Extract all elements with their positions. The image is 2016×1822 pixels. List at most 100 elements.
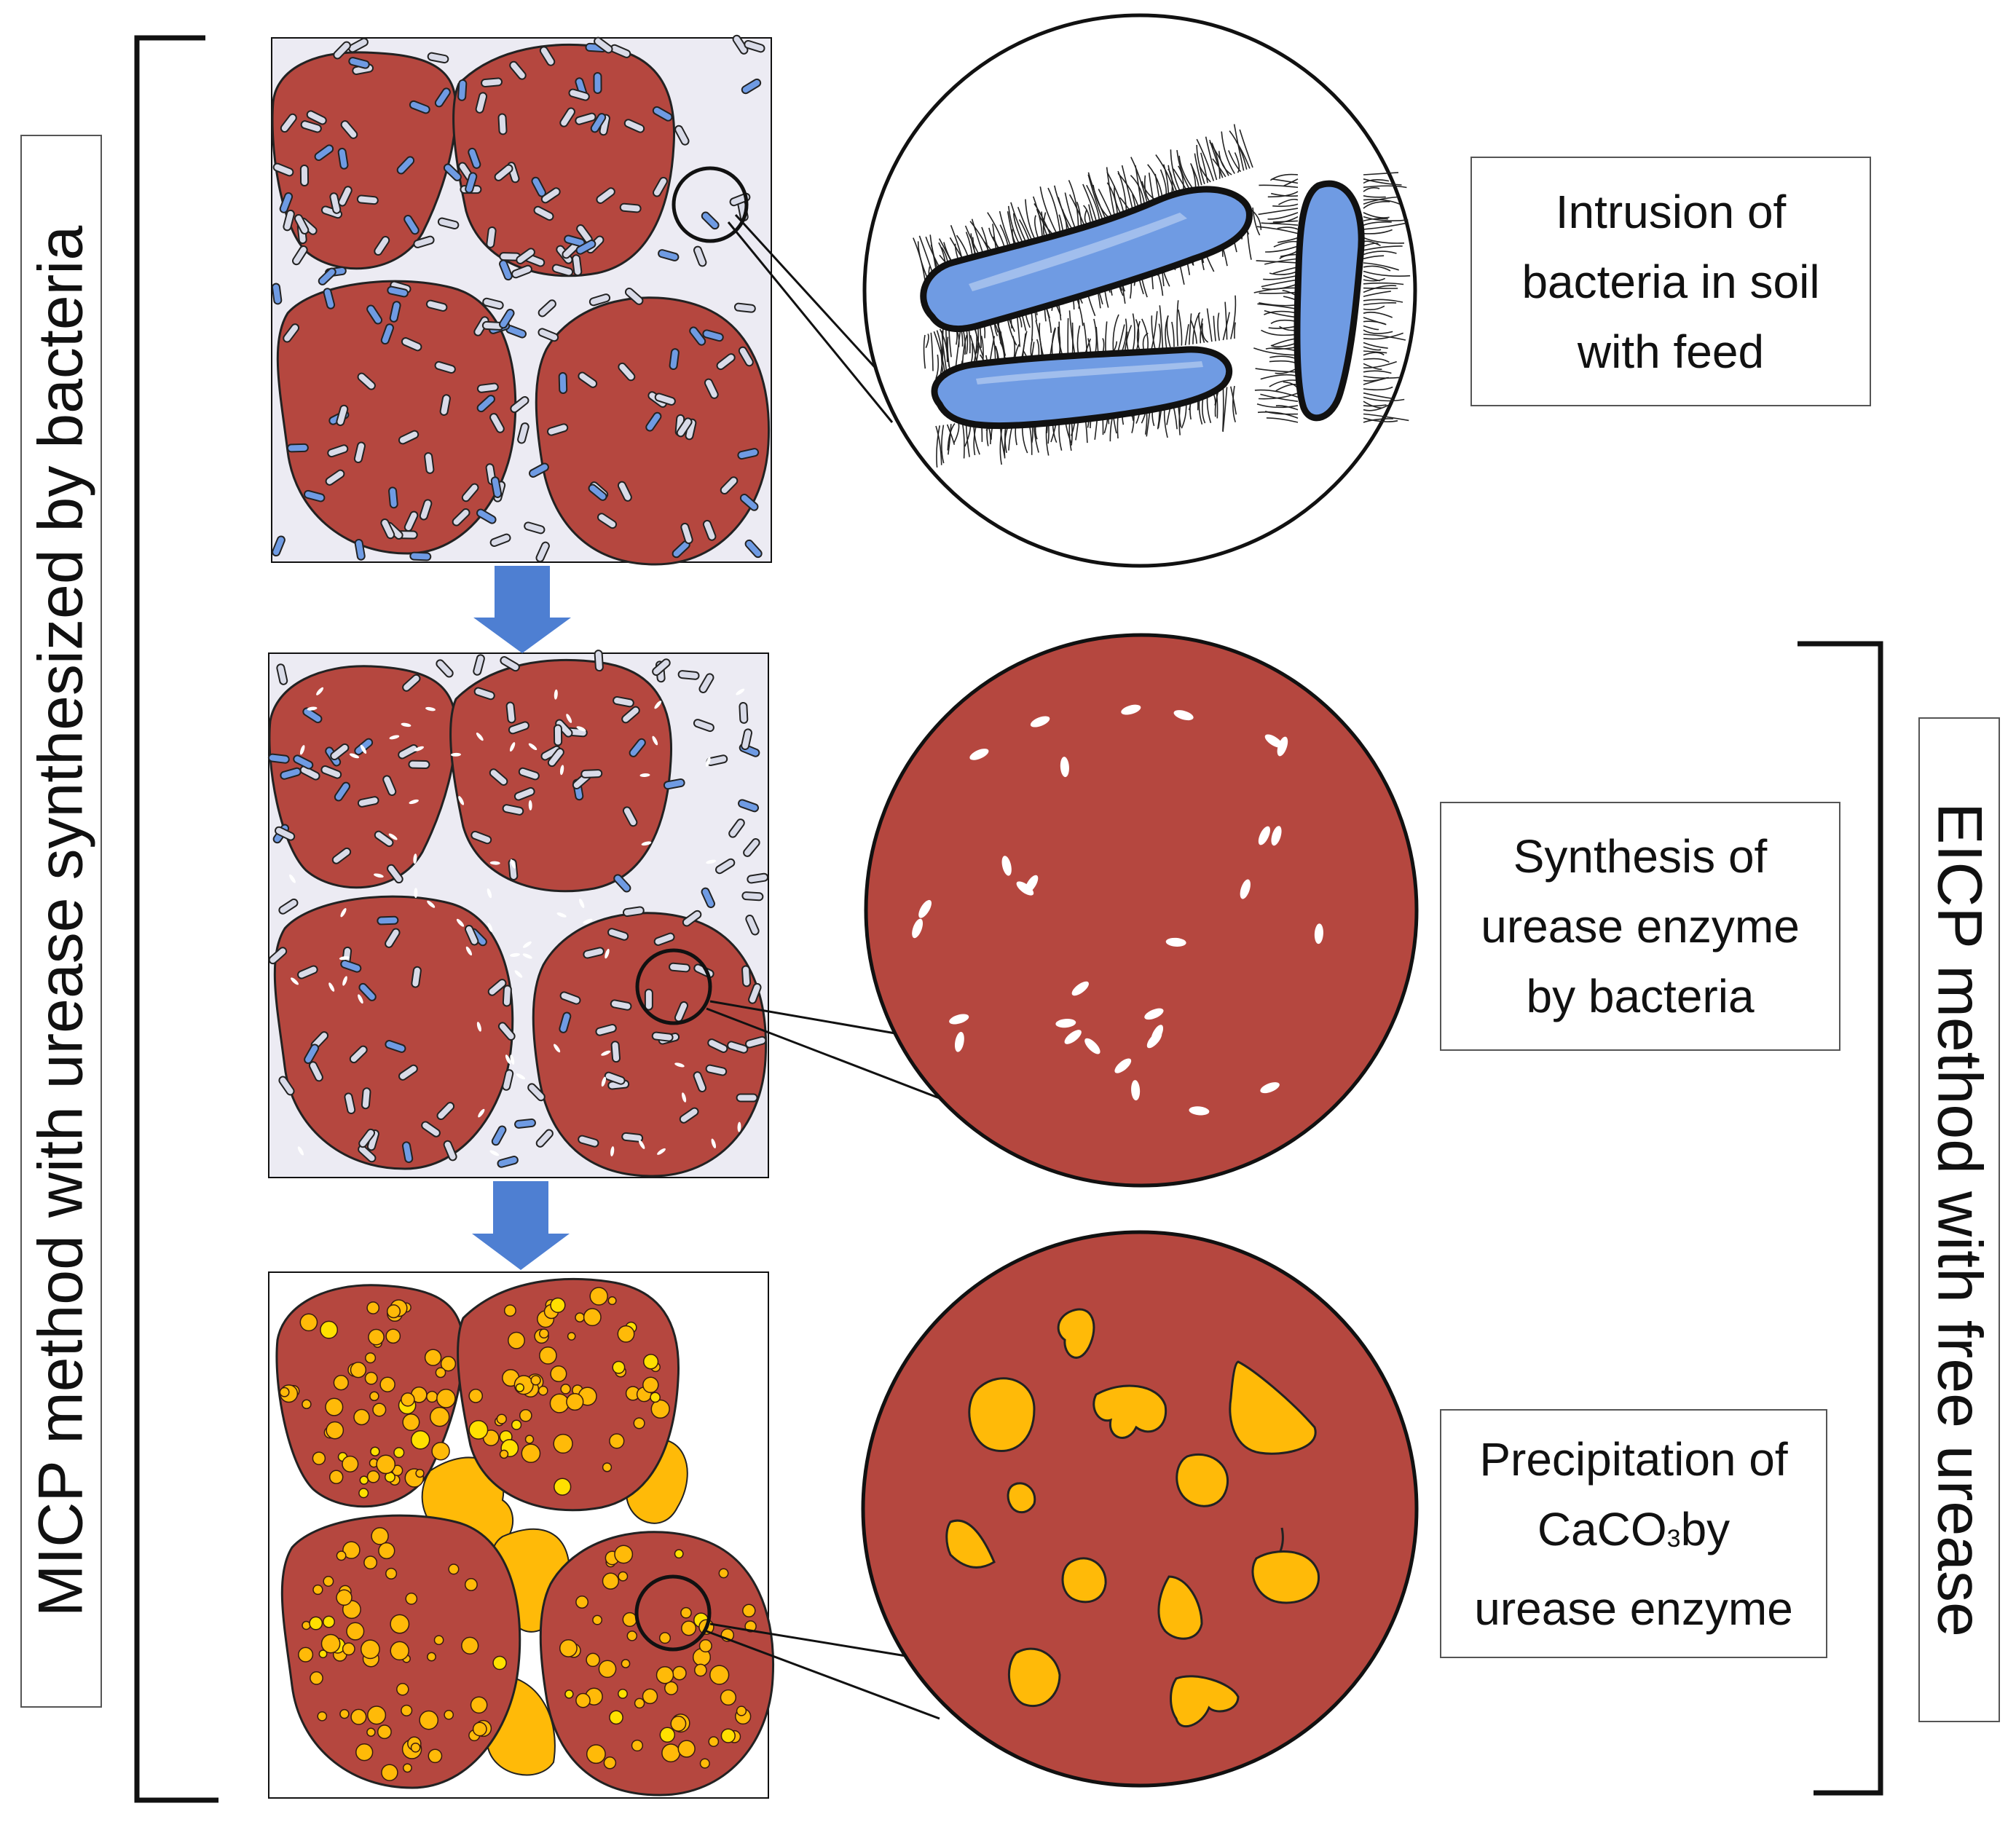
urease-fleck — [1173, 710, 1194, 721]
zoom-circle-small-2 — [635, 948, 712, 1025]
urease-fleck — [389, 735, 400, 740]
bacterium — [377, 915, 399, 926]
bacterium — [470, 830, 492, 845]
bacterium — [538, 299, 556, 318]
calcite-particle — [368, 1328, 385, 1346]
urease-fleck — [476, 733, 484, 741]
calcite-particle — [609, 1710, 623, 1725]
bacterium — [682, 910, 702, 927]
calcite-particle — [346, 1622, 365, 1641]
bacterium — [476, 382, 499, 393]
calcite-particle — [631, 1739, 644, 1752]
bacterium — [738, 799, 760, 813]
bacterium — [338, 186, 353, 207]
calcite-particle — [742, 1604, 756, 1618]
calcite-particle — [325, 1397, 344, 1416]
urease-fleck — [579, 899, 585, 908]
bacterium — [610, 999, 632, 1011]
calcite-particle — [431, 1441, 450, 1461]
bacterium — [436, 659, 454, 678]
calcite-particle — [468, 1389, 484, 1403]
bacterium — [387, 864, 403, 884]
urease-fleck — [307, 706, 318, 711]
panel-3-calcite-particles — [279, 1287, 757, 1781]
bacterium — [743, 838, 760, 857]
bacterium — [283, 209, 295, 232]
bacterium — [524, 521, 546, 535]
calcite-particle — [363, 1555, 378, 1570]
calcite-particle — [468, 1419, 489, 1440]
calcite-particle — [642, 1376, 659, 1394]
bacterium — [494, 164, 513, 181]
bacterium — [272, 535, 286, 557]
urease-fleck — [706, 757, 711, 767]
calcite-particle — [378, 1542, 395, 1560]
bacterium — [741, 965, 752, 987]
urease-fleck — [510, 859, 516, 869]
calcite-particle — [342, 1455, 359, 1472]
bacterium — [279, 192, 294, 213]
bacterium — [510, 395, 529, 414]
calcite-particle — [326, 1421, 344, 1440]
calcite-particle — [342, 1642, 355, 1656]
bacterium — [388, 486, 398, 509]
calcite-particle — [410, 1430, 430, 1450]
calcite-particle — [567, 1332, 576, 1341]
bacterium — [427, 52, 449, 64]
calcite-particle — [617, 1325, 635, 1343]
calcite-particle — [318, 1649, 328, 1659]
urease-fleck — [451, 752, 461, 757]
bacterium — [590, 113, 607, 133]
bacterium — [705, 1064, 728, 1076]
urease-fleck — [711, 1138, 717, 1148]
eicp-label-box — [1918, 717, 2000, 1722]
bacterium — [437, 217, 460, 230]
urease-fleck — [510, 1054, 515, 1065]
bacterium — [623, 119, 645, 133]
urease-fleck — [556, 912, 567, 918]
urease-fleck — [736, 688, 745, 695]
bacterium — [320, 765, 342, 779]
bacterium — [374, 235, 390, 256]
bacteria-highlights — [969, 213, 1203, 384]
urease-fleck — [639, 1140, 645, 1149]
bacterium — [299, 765, 320, 781]
urease-fleck — [342, 976, 347, 986]
urease-fleck — [509, 742, 516, 752]
bacterium — [745, 1036, 767, 1049]
calcite-particle — [339, 1708, 350, 1719]
urease-fleck — [291, 977, 299, 985]
urease-fleck — [339, 956, 350, 961]
urease-fleck — [1264, 734, 1283, 748]
calcite-particle — [680, 1606, 692, 1619]
calcite-particle — [302, 1399, 312, 1410]
bacterium — [385, 1040, 406, 1053]
urease-fleck — [969, 749, 989, 760]
bacterium — [349, 1045, 368, 1064]
urease-fleck — [340, 907, 347, 918]
bacterium — [398, 1064, 418, 1081]
calcite-particle — [370, 1446, 380, 1456]
bacterium — [535, 541, 550, 563]
bacterium — [334, 781, 350, 802]
urease-fleck — [1260, 1082, 1280, 1094]
bacterium — [732, 34, 749, 55]
calcite-particle — [323, 1576, 334, 1587]
urease-fleck — [737, 1121, 741, 1132]
urease-fleck — [476, 1022, 481, 1032]
bacterium — [674, 1001, 689, 1022]
calcite-particle — [448, 1563, 460, 1575]
calcite-particle — [358, 1488, 369, 1499]
calcite-particle — [607, 1296, 617, 1306]
urease-fleck — [566, 714, 572, 723]
bacterium-large — [920, 186, 1253, 333]
bacterium — [389, 301, 401, 323]
bacterium — [716, 353, 736, 371]
urease-fleck — [1131, 1080, 1141, 1101]
urease-fleck — [458, 796, 465, 805]
bacterium — [720, 476, 739, 495]
bacterium — [653, 176, 668, 197]
calcite-particle — [424, 1349, 442, 1366]
urease-fleck — [1146, 1031, 1162, 1049]
